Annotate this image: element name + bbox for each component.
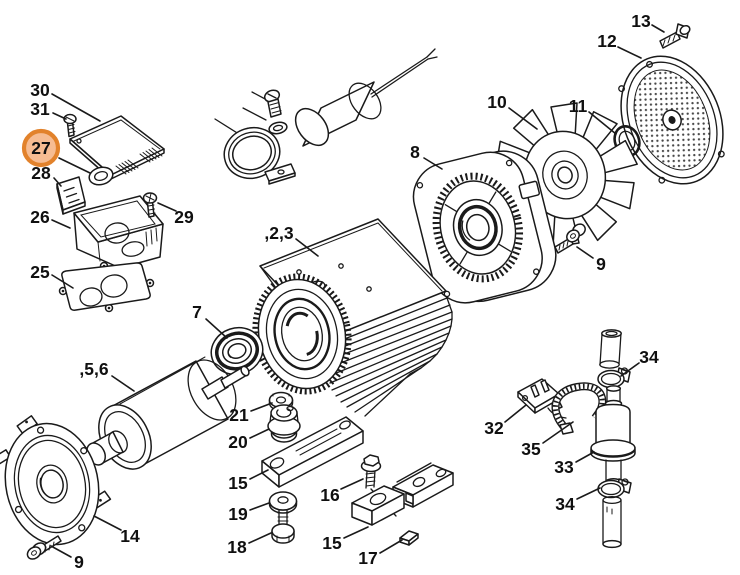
callout-line-27 (58, 157, 91, 174)
callout-34-bottom[interactable]: 34 (555, 494, 575, 514)
callout-line-20 (249, 428, 270, 439)
callout-line-7 (205, 318, 228, 339)
callout-10[interactable]: 10 (487, 92, 507, 112)
part-capacitor (294, 48, 438, 147)
part-bolt-18 (271, 509, 295, 544)
callout-line-8 (423, 157, 443, 170)
callout-line-13 (651, 24, 665, 33)
highlight-circle (21, 128, 61, 168)
part-screw-13 (659, 23, 691, 49)
callout-17[interactable]: 17 (358, 548, 377, 568)
callout-line-25 (51, 274, 74, 289)
callout-line-26 (51, 219, 71, 229)
callout-line-11 (588, 111, 617, 135)
callout-line-15-bracket (343, 526, 369, 539)
part-cap-20 (267, 404, 301, 443)
cover-corrugation (115, 147, 163, 175)
callout-34-top[interactable]: 34 (639, 347, 659, 367)
callout-line-33 (575, 451, 595, 463)
part-clip-17 (399, 530, 419, 546)
part-cable-clip (214, 89, 296, 185)
callout-20[interactable]: 20 (228, 432, 248, 452)
callout-line-9-left (50, 545, 72, 558)
part-filter-33 (590, 385, 636, 486)
callout-line-28 (53, 177, 62, 187)
part-terminal-box-26 (73, 195, 164, 269)
callout-21[interactable]: 21 (229, 405, 249, 425)
part-gasket-25 (58, 261, 155, 313)
callout-line-12 (617, 46, 642, 59)
part-rail-15 (261, 416, 364, 488)
part-screw-29 (142, 192, 158, 218)
callout-19[interactable]: 19 (228, 504, 248, 524)
callout-14[interactable]: 14 (120, 526, 140, 546)
callout-line-16 (340, 478, 364, 490)
part-screw-16 (360, 454, 397, 517)
callout-7[interactable]: 7 (192, 302, 202, 322)
callout-line-21 (250, 402, 273, 412)
part-cable-tie-35 (547, 382, 607, 435)
callout-13[interactable]: 13 (631, 11, 651, 31)
callout-line-30 (51, 93, 101, 122)
callout-2-3[interactable]: ,2,3 (264, 223, 293, 243)
callout-33[interactable]: 33 (554, 457, 574, 477)
part-screw-9-left (26, 535, 62, 560)
callout-line-31 (52, 112, 67, 120)
callout-30[interactable]: 30 (30, 80, 50, 100)
part-bearing-flange (0, 415, 112, 546)
callout-line-19 (249, 502, 270, 511)
callout-15-bracket[interactable]: 15 (322, 533, 342, 553)
callout-11[interactable]: 11 (569, 96, 588, 116)
part-washer-19 (268, 491, 298, 514)
callout-9-left[interactable]: 9 (74, 552, 84, 572)
callout-line-35 (542, 421, 574, 444)
part-fan-cover (618, 55, 725, 185)
callout-line-29 (157, 202, 177, 212)
callout-9-right[interactable]: 9 (596, 254, 606, 274)
part-bracket-15 (351, 462, 454, 526)
part-grommet-27 (88, 166, 114, 186)
callout-28[interactable]: 28 (31, 163, 51, 183)
part-hose-clamp-top (597, 367, 631, 389)
callout-line-10 (508, 107, 538, 130)
callout-25[interactable]: 25 (30, 262, 50, 282)
callout-16[interactable]: 16 (320, 485, 340, 505)
callout-line-9-right (576, 246, 594, 259)
part-screw-9-right (554, 223, 586, 254)
callout-line-32 (504, 404, 527, 423)
callout-line-2-3 (295, 238, 319, 257)
callout-18[interactable]: 18 (227, 537, 247, 557)
callout-line-14 (93, 515, 122, 531)
callout-8[interactable]: 8 (410, 142, 420, 162)
part-vent-plate-28 (56, 176, 86, 215)
part-bearing (210, 326, 264, 376)
part-motor-housing (252, 218, 453, 417)
part-end-shield (412, 150, 557, 304)
callout-35[interactable]: 35 (521, 439, 541, 459)
callout-12[interactable]: 12 (597, 31, 617, 51)
callout-line-5-6 (111, 375, 135, 392)
callout-26[interactable]: 26 (30, 207, 50, 227)
part-hose-bottom (602, 495, 622, 549)
part-hose-top (599, 329, 622, 369)
part-screw-31 (63, 113, 77, 138)
callout-29[interactable]: 29 (174, 207, 194, 227)
part-rotor (86, 356, 250, 470)
callout-27[interactable]: 27 (31, 138, 50, 158)
callout-line-34-top (620, 362, 640, 377)
part-hose-clamp-bottom (597, 478, 632, 499)
callout-5-6[interactable]: ,5,6 (79, 359, 108, 379)
callout-32[interactable]: 32 (484, 418, 504, 438)
callout-15-rail[interactable]: 15 (228, 473, 248, 493)
callout-line-18 (248, 532, 272, 544)
callout-line-15-rail (249, 469, 269, 480)
callout-31[interactable]: 31 (30, 99, 50, 119)
callout-line-17 (379, 539, 403, 554)
callout-line-34-bottom (576, 487, 601, 500)
